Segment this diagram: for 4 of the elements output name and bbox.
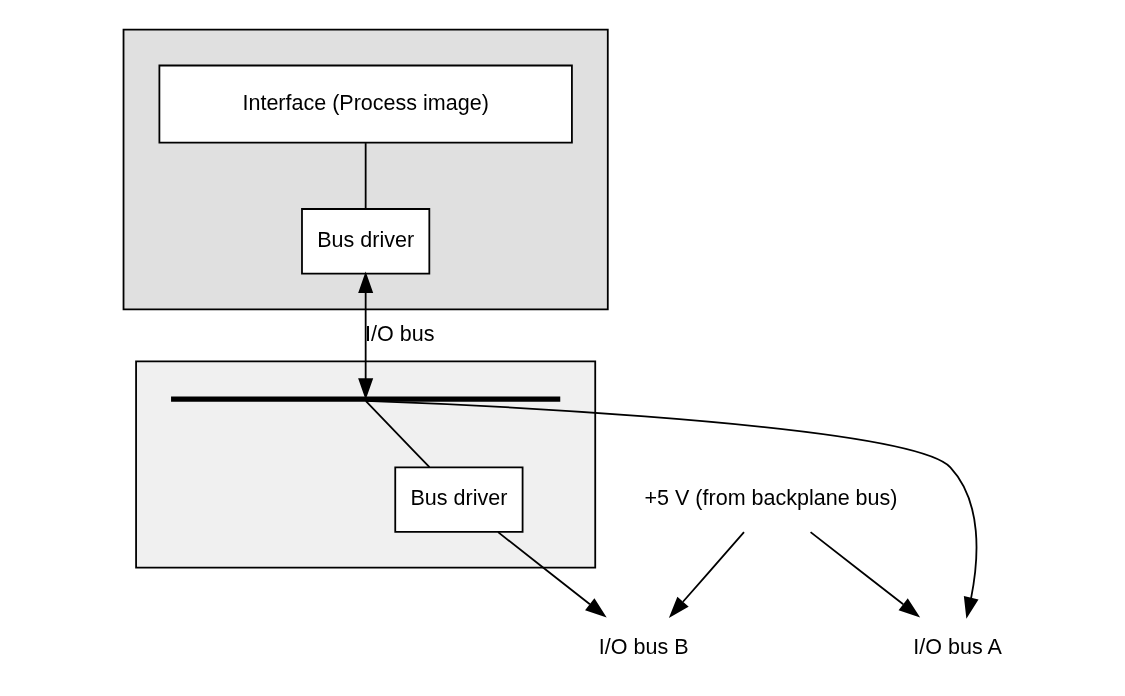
node-text: +5 V (from backplane bus) xyxy=(644,486,898,511)
node-text: I/O bus A xyxy=(913,634,1002,659)
node-text: I/O bus B xyxy=(598,634,689,659)
edge-label: I/O bus xyxy=(365,322,435,347)
